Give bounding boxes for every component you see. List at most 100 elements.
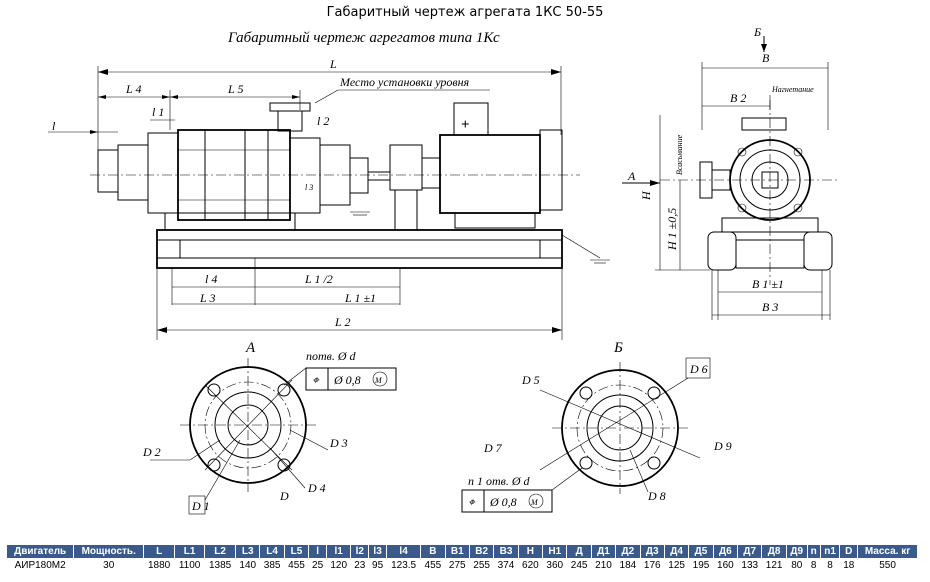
flange-B-title: Б [613,340,623,356]
table-cell: 620 [522,560,539,571]
dim-L2: L 2 [334,315,350,329]
table-cell: 120 [330,560,348,571]
table-cell: 18 [843,560,855,571]
table-cell: 133 [741,560,759,571]
table-cell: 25 [312,560,324,571]
table-cell: 30 [103,560,115,571]
flange-B-tol: Ø 0,8 [489,495,517,509]
drawing-title: Габаритный чертеж агрегатов типа 1Кс [227,30,500,46]
table-cell: 255 [473,560,490,571]
column-header: D [839,544,859,559]
table-cell: 455 [424,560,442,571]
table-cell: 8 [827,560,833,571]
dim-L1-half: L 1 /2 [304,272,333,286]
label-D8: D 8 [647,489,666,503]
column-header: Д3 [639,544,665,559]
column-header: l1 [325,544,352,559]
flange-A-holes: потв. Ø d [306,349,357,363]
dim-l4-bottom: l 4 [205,272,217,286]
label-D7: D 7 [483,441,503,455]
table-cell: 184 [619,560,637,571]
column-header: B3 [493,544,519,559]
dim-B2: B 2 [730,91,746,105]
label-D1: D 1 [191,499,210,513]
label-D9: D 9 [713,439,732,453]
flange-A-tol-m: M [374,376,383,385]
discharge-label: Нагнетание [771,85,814,94]
table-cell: 80 [791,560,803,571]
column-header: B1 [444,544,470,559]
dim-H1: H 1 ±0,5 [665,208,679,251]
flange-A-title: A [245,340,256,356]
table-cell: АИР180М2 [14,560,66,571]
label-D5: D 5 [521,373,540,387]
dim-B: B [762,51,770,65]
side-view: L L 4 L 5 Место установки уровня l l 1 l… [48,57,660,340]
label-D4: D 4 [307,481,326,495]
flange-B-tol-m: M [530,498,539,507]
dim-B1: B 1 ±1 [752,277,784,291]
view-arrow-A-label: A [627,169,636,183]
flange-B-holes: n 1 отв. Ø d [468,474,531,488]
column-header: Мощность. [73,544,145,559]
terminal-plus: + [461,117,470,133]
column-header: Д5 [688,544,714,559]
table-cell: 95 [372,560,384,571]
column-header: Масса. кг [857,544,918,559]
column-header: l2 [350,544,370,559]
label-D6: D 6 [689,362,708,376]
end-view: Б B B 2 Нагнетание Всасывание [639,25,840,320]
dim-B3: B 3 [762,300,778,314]
dim-l2: l 2 [317,114,329,128]
dim-H: H [639,190,653,201]
level-install-note: Место установки уровня [339,75,470,89]
page-title: Габаритный чертеж агрегата 1КС 50-55 [326,5,604,20]
column-header: B [420,544,446,559]
label-D: D [279,489,289,503]
column-header: l3 [368,544,387,559]
dim-L: L [329,57,337,71]
label-D3: D 3 [329,436,348,450]
table-cell: 455 [288,560,305,571]
column-header: L2 [204,544,237,559]
column-header: Д7 [737,544,763,559]
table-cell: 1385 [208,560,232,571]
column-header: l [308,544,327,559]
column-header: L4 [259,544,285,559]
column-header: n [806,544,821,559]
column-header: L [143,544,176,559]
table-cell: 160 [717,560,734,571]
table-cell: 245 [570,560,588,571]
column-header: n1 [819,544,841,559]
column-header: L3 [235,544,261,559]
column-header: Д2 [615,544,641,559]
table-cell: 210 [595,560,612,571]
column-header: B2 [468,544,495,559]
table-cell: 8 [810,560,817,571]
dim-L3: L 3 [199,291,215,305]
table-cell: 195 [692,560,710,571]
dim-L4: L 4 [125,82,141,96]
column-header: H [517,544,544,559]
table-cell: 125 [668,560,685,571]
flange-B-tol-symbol: ⌖ [468,495,476,509]
column-header: L1 [174,544,206,559]
table-cell: 140 [239,560,257,571]
column-header: Д8 [761,544,787,559]
dim-l3: l 3 [305,183,313,192]
table-cell: 23 [354,560,366,571]
column-header: Д4 [663,544,690,559]
table-cell: 176 [643,560,661,571]
dim-L1pm: L 1 ±1 [344,291,376,305]
column-header: Двигатель [5,544,75,559]
column-header: Д6 [712,544,739,559]
column-header: Д1 [590,544,617,559]
column-header: l4 [385,544,422,559]
view-arrow-B-label: Б [753,25,761,39]
column-header: Д [566,544,592,559]
column-header: H1 [542,544,568,559]
